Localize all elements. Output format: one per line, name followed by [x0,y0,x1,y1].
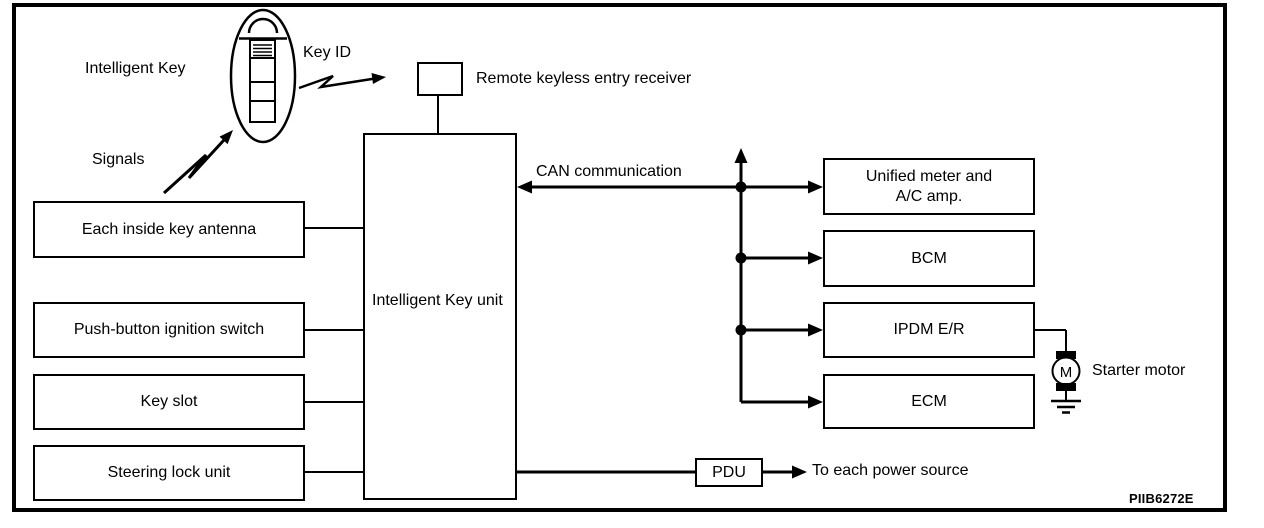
bcm-label: BCM [911,249,947,267]
motor-m-letter: M [1060,364,1073,381]
intelligent-key-unit-label-line2: unit [476,292,503,309]
box-key-slot: Key slot [33,374,305,430]
label-starter-motor: Starter motor [1092,362,1186,379]
power-arrowhead [792,465,807,479]
label-to-each-power-source: To each power source [812,462,969,479]
key-fob-icon [229,8,297,144]
can-bus-lines [530,160,811,404]
unified-meter-label-line2: A/C amp. [895,187,963,205]
ipdm-er-label: IPDM E/R [893,321,965,338]
steering-lock-unit-label: Steering lock unit [107,464,231,481]
box-pdu: PDU [695,458,763,487]
box-each-inside-key-antenna: Each inside key antenna [33,201,305,258]
can-bus-arrowheads [517,148,823,409]
box-bcm: BCM [823,230,1035,287]
intelligent-key-unit-label-line1: Intelligent Key [372,292,473,309]
figure-code: PIIB6272E [1129,491,1194,506]
junction-dots [735,181,747,336]
box-remote-receiver [417,62,463,96]
label-signals: Signals [92,151,145,168]
ecm-label: ECM [911,392,947,410]
lightning-arrow-key-id-icon [298,73,386,90]
box-ipdm-er: IPDM E/R [823,302,1035,358]
label-key-id: Key ID [303,44,352,61]
left-connector-lines [305,227,363,473]
lightning-arrow-signals-icon [162,130,233,195]
ground-icon [1051,399,1081,414]
box-unified-meter-ac-amp: Unified meter and A/C amp. [823,158,1035,215]
box-push-button-ignition-switch: Push-button ignition switch [33,302,305,358]
intelligent-key-unit-label: Intelligent Key unit [372,291,512,312]
box-steering-lock-unit: Steering lock unit [33,445,305,501]
push-button-ignition-switch-label: Push-button ignition switch [73,321,265,338]
unified-meter-label-line1: Unified meter and [865,167,993,185]
starter-motor-symbol: M [1035,329,1081,401]
pdu-label: PDU [712,463,746,481]
label-can-communication: CAN communication [536,163,682,180]
box-intelligent-key-unit [363,133,517,500]
label-remote-keyless-entry-receiver: Remote keyless entry receiver [476,70,692,87]
box-ecm: ECM [823,374,1035,429]
label-intelligent-key: Intelligent Key [85,60,186,77]
key-slot-label: Key slot [140,393,198,410]
each-inside-key-antenna-label: Each inside key antenna [81,220,257,238]
diagram-frame [12,3,1227,512]
